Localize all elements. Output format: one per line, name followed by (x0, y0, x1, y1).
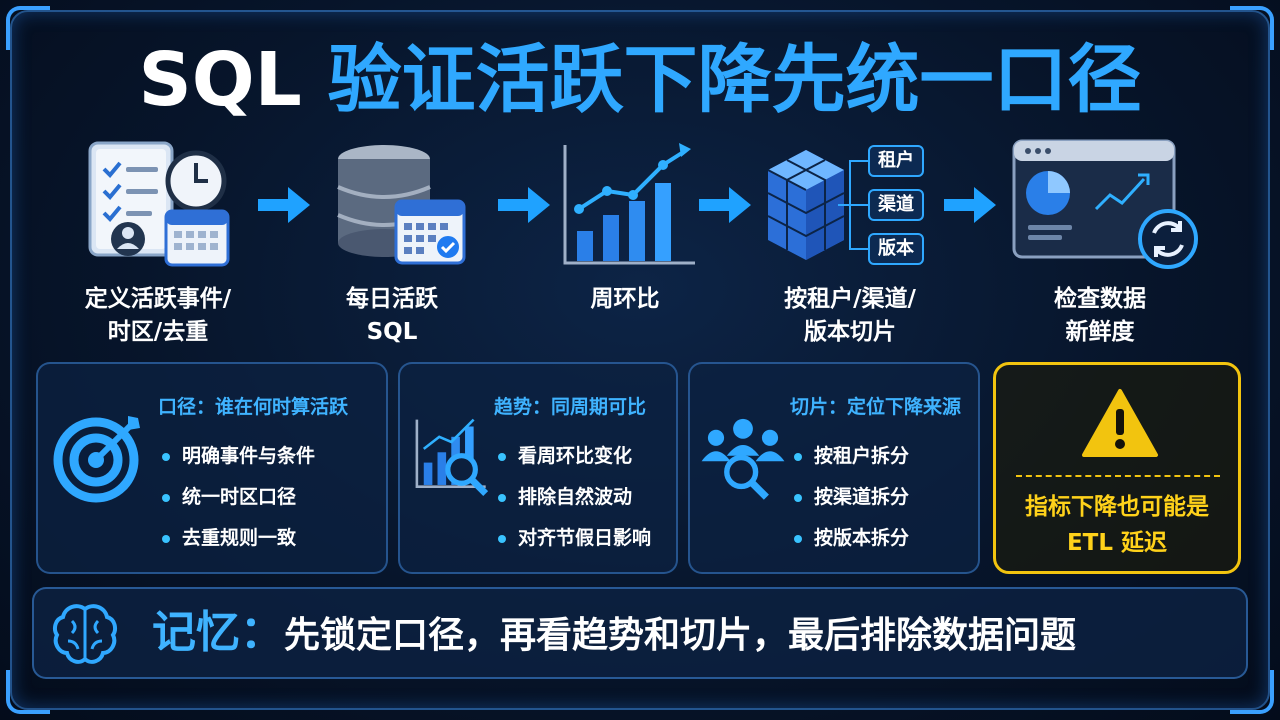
brain-icon (53, 604, 117, 664)
frame-corner (1230, 6, 1274, 50)
cube-slices-icon: 租户 渠道 版本 (750, 135, 950, 275)
frame-corner (6, 6, 50, 50)
list-item: 看周环比变化 (498, 436, 651, 477)
step-label: 每日活跃 SQL (346, 286, 438, 345)
card-list: 看周环比变化 排除自然波动 对齐节假日影响 (498, 436, 651, 559)
connector-lines (838, 160, 868, 250)
card-slice: 切片：定位下降来源 按租户拆分 按渠道拆分 按版本拆分 (688, 362, 980, 574)
card-title: 趋势：同周期可比 (494, 396, 647, 418)
warning-card: 指标下降也可能是 ETL 延迟 (993, 362, 1241, 574)
memory-bar: 记忆：先锁定口径，再看趋势和切片，最后排除数据问题 (32, 587, 1248, 679)
card-list: 明确事件与条件 统一时区口径 去重规则一致 (162, 436, 315, 559)
divider (1016, 475, 1220, 477)
arrow-right-icon (498, 187, 550, 223)
card-title: 切片：定位下降来源 (790, 396, 962, 418)
dashboard-refresh-icon (1000, 135, 1200, 275)
card-title: 口径：谁在何时算活跃 (158, 396, 349, 418)
card-list: 按租户拆分 按渠道拆分 按版本拆分 (794, 436, 909, 559)
step-define-active: 定义活跃事件/ 时区/去重 (58, 135, 258, 349)
list-item: 按渠道拆分 (794, 477, 909, 518)
warning-icon (1082, 389, 1158, 457)
tag-version: 版本 (868, 233, 924, 265)
card-definition: 口径：谁在何时算活跃 明确事件与条件 统一时区口径 去重规则一致 (36, 362, 388, 574)
list-item: 按租户拆分 (794, 436, 909, 477)
step-label: 定义活跃事件/ 时区/去重 (84, 286, 232, 345)
list-item: 对齐节假日影响 (498, 518, 651, 559)
tag-channel: 渠道 (868, 189, 924, 221)
arrow-right-icon (699, 187, 751, 223)
memory-label: 记忆： (152, 607, 284, 658)
arrow-right-icon (944, 187, 996, 223)
checklist-clock-calendar-icon (58, 135, 258, 275)
memory-text: 记忆：先锁定口径，再看趋势和切片，最后排除数据问题 (152, 589, 1076, 677)
page-title: SQL 验证活跃下降先统一口径 (0, 30, 1280, 130)
chart-search-icon (415, 418, 489, 496)
list-item: 统一时区口径 (162, 477, 315, 518)
step-week-over-week: 周环比 (525, 135, 725, 316)
list-item: 明确事件与条件 (162, 436, 315, 477)
warning-text: 指标下降也可能是 ETL 延迟 (1025, 494, 1209, 556)
list-item: 去重规则一致 (162, 518, 315, 559)
target-icon (53, 416, 140, 503)
step-label: 检查数据 新鲜度 (1054, 286, 1146, 345)
people-search-icon (701, 418, 785, 500)
bar-line-chart-icon (525, 135, 725, 275)
step-data-freshness: 检查数据 新鲜度 (1000, 135, 1200, 349)
list-item: 排除自然波动 (498, 477, 651, 518)
step-label: 周环比 (590, 286, 660, 312)
step-slice: 租户 渠道 版本 按租户/渠道/ 版本切片 (750, 135, 950, 349)
step-label: 按租户/渠道/ 版本切片 (784, 286, 916, 345)
step-daily-active-sql: 每日活跃 SQL (292, 135, 492, 349)
frame-corner (1230, 670, 1274, 714)
outer-frame (10, 10, 1270, 710)
tag-tenant: 租户 (868, 145, 924, 177)
title-main: 验证活跃下降先统一口径 (327, 37, 1142, 123)
memory-content: 先锁定口径，再看趋势和切片，最后排除数据问题 (284, 615, 1077, 656)
frame-corner (6, 670, 50, 714)
database-calendar-icon (292, 135, 492, 275)
title-sql: SQL (138, 37, 302, 123)
list-item: 按版本拆分 (794, 518, 909, 559)
card-trend: 趋势：同周期可比 看周环比变化 排除自然波动 对齐节假日影响 (398, 362, 678, 574)
arrow-right-icon (258, 187, 310, 223)
